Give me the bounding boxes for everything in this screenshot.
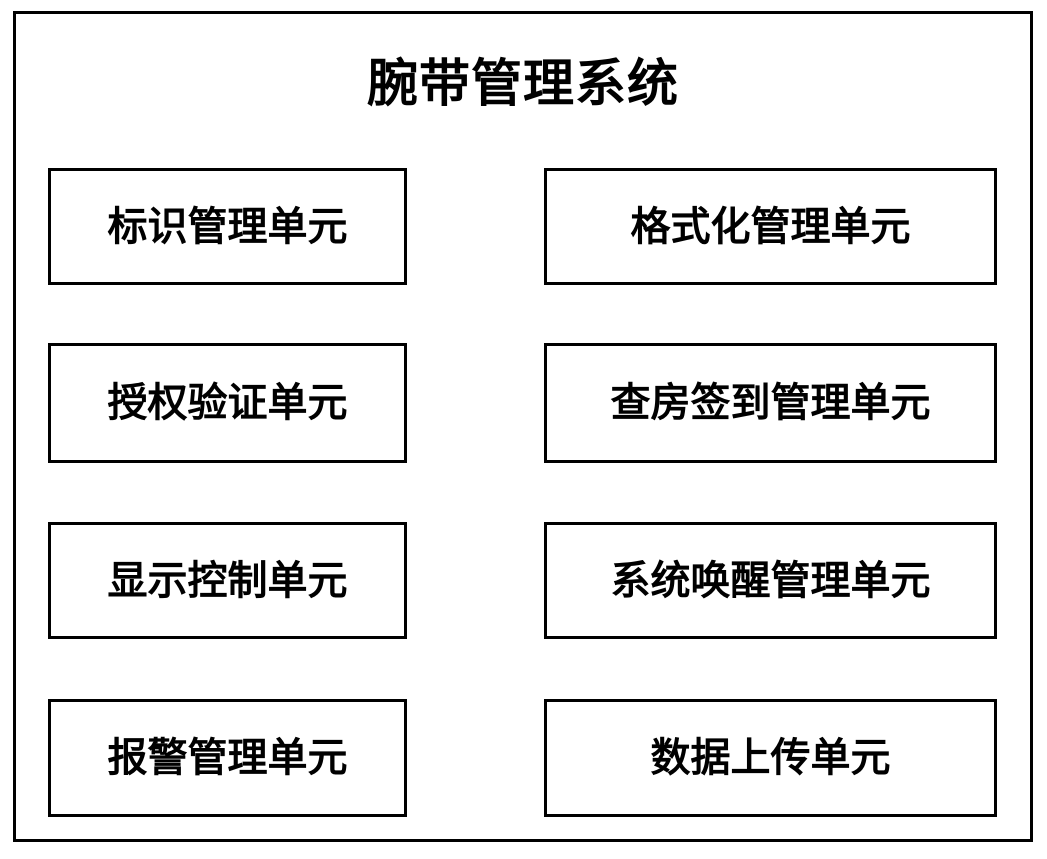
page-title: 腕带管理系统 — [366, 55, 679, 114]
unit-authorization-verification[interactable]: 授权验证单元 — [48, 343, 407, 463]
unit-label: 数据上传单元 — [650, 735, 891, 781]
unit-label: 系统唤醒管理单元 — [610, 557, 931, 604]
unit-identification-management[interactable]: 标识管理单元 — [48, 168, 407, 285]
unit-label: 标识管理单元 — [107, 203, 348, 250]
unit-system-wakeup-management[interactable]: 系统唤醒管理单元 — [544, 522, 997, 639]
unit-label: 报警管理单元 — [107, 735, 348, 781]
unit-label: 显示控制单元 — [107, 557, 348, 604]
unit-alarm-management[interactable]: 报警管理单元 — [48, 699, 407, 817]
unit-label: 格式化管理单元 — [630, 203, 911, 250]
system-outer-frame: 腕带管理系统 标识管理单元 格式化管理单元 授权验证单元 查房签到管理单元 显示… — [13, 11, 1033, 842]
unit-display-control[interactable]: 显示控制单元 — [48, 522, 407, 639]
unit-grid: 标识管理单元 格式化管理单元 授权验证单元 查房签到管理单元 显示控制单元 系统… — [16, 14, 1030, 839]
unit-data-upload[interactable]: 数据上传单元 — [544, 699, 997, 817]
unit-label: 查房签到管理单元 — [610, 380, 931, 426]
unit-formatting-management[interactable]: 格式化管理单元 — [544, 168, 997, 285]
unit-round-checkin-management[interactable]: 查房签到管理单元 — [544, 343, 997, 463]
unit-label: 授权验证单元 — [107, 380, 348, 426]
